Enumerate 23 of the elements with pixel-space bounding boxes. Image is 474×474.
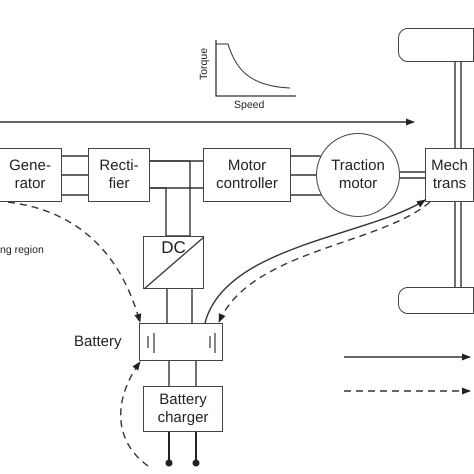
connector-line — [168, 360, 197, 387]
region-label: ng region — [0, 244, 44, 256]
connector-line — [290, 155, 322, 196]
wheel — [398, 287, 474, 314]
transmission-box: Mech trans — [425, 148, 474, 202]
rectifier-box: Recti- fier — [88, 148, 150, 202]
motor-circle: Traction motor — [316, 133, 400, 217]
arrow — [120, 361, 148, 467]
connector-line — [399, 171, 426, 179]
battery-label: Battery — [74, 333, 122, 350]
controller-box: Motor controller — [203, 148, 291, 202]
arrow — [8, 201, 141, 323]
connector-line — [454, 201, 462, 288]
connector-line — [454, 61, 462, 149]
connector-line — [166, 288, 193, 324]
converter-box: DC — [143, 236, 204, 289]
connector-line — [61, 155, 89, 196]
generator-box: Gene- rator — [0, 148, 62, 202]
axis-label: Speed — [234, 99, 264, 111]
axis-label: Torque — [198, 48, 210, 80]
charger-box: Battery charger — [143, 386, 223, 432]
wheel — [398, 28, 474, 62]
connector-line — [149, 160, 191, 237]
